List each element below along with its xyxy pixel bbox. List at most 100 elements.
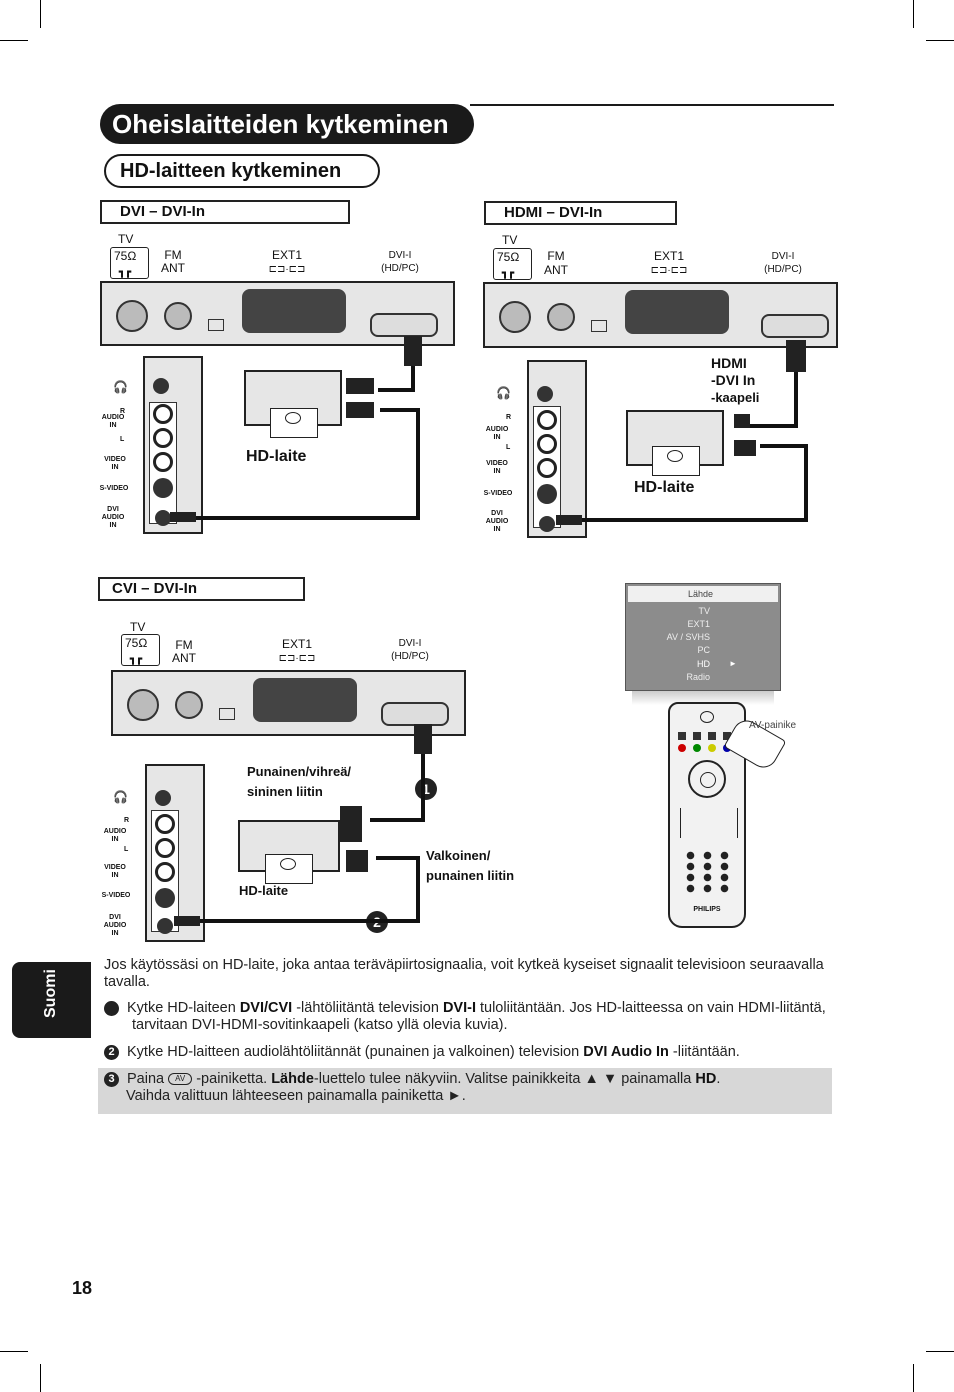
power-button[interactable] [700,711,714,723]
l-label: L [120,436,125,443]
page-number: 18 [72,1278,93,1298]
menu-item[interactable]: EXT1 [687,619,710,629]
disc-icon [285,412,301,424]
r-label: R [124,817,130,824]
disc-tray [270,408,318,438]
menu-header: Lähde [628,586,778,602]
antenna-box: 75Ω ┓┏ [493,248,532,280]
r-label: R [120,408,126,415]
green-button[interactable] [693,744,701,752]
hd-device-label: HD-laite [246,448,307,465]
headphone-icon: 🎧 [496,386,511,400]
fm-label: FM [164,248,182,262]
audio-r-socket [537,410,557,430]
navigation-ring[interactable] [688,760,726,798]
dvi-socket [370,313,438,337]
crop-mark [926,40,954,41]
hd-device-label: HD-laite [239,883,289,898]
antenna-socket [499,301,531,333]
tv-back-panel [111,670,466,736]
antenna-icon: ┓┏ [119,267,132,278]
menu-item-selected[interactable]: HD [697,659,710,669]
cable-drawing [170,336,808,926]
audio-cable [580,444,808,522]
side-panel [527,360,587,538]
vol-ch-rockers[interactable] [680,808,738,838]
dvi-sub-label: (HD/PC) [391,651,429,662]
tv-label: TV [130,620,146,634]
dvi-plug [414,724,432,754]
antenna-box: 75Ω ┓┏ [110,247,149,279]
fm-label: FM [547,249,565,263]
button-row[interactable] [678,732,736,740]
page-title: Oheislaitteiden kytkeminen [100,104,474,144]
ant-label: ANT [172,651,196,665]
l-label: L [124,846,129,853]
tv-back-panel [483,282,838,348]
fm-socket [164,302,192,330]
number-keypad[interactable] [682,850,734,894]
dvi-audio-socket [155,510,171,526]
menu-item[interactable]: AV / SVHS [666,632,710,642]
headphone-icon: 🎧 [113,790,128,804]
small-switch [591,320,607,332]
tv-label: TV [502,233,518,247]
r-label: R [506,414,512,421]
hdmi-cable [750,348,798,428]
scart-socket [242,289,346,333]
audio-connector-label: Valkoinen/punainen liitin [426,848,515,883]
dvi-sub-label: (HD/PC) [381,263,419,274]
headphone-socket [153,378,169,394]
video-socket [155,862,175,882]
step-1-marker: 1 [415,778,437,800]
red-button[interactable] [678,744,686,752]
tv-back-panel [100,281,455,346]
dvi-plug [404,336,422,366]
antenna-icon: ┓┏ [130,654,143,665]
menu-item[interactable]: PC [697,645,710,655]
menu-item[interactable]: TV [698,606,710,616]
menu-shadow [632,691,774,705]
yellow-button[interactable] [708,744,716,752]
ext1-label: EXT1 [653,249,684,263]
ok-button[interactable] [700,772,716,788]
antenna-socket [127,689,159,721]
l-label: L [506,444,511,451]
scart-icon: ⊏⊐·⊏⊐ [650,265,688,276]
step-3-number: 3 [104,1072,119,1087]
dvi-label: DVI-I [398,638,422,649]
dvi-audio-socket [157,918,173,934]
small-switch [219,708,235,720]
antenna-box: 75Ω ┓┏ [121,634,160,666]
side-panel [143,356,203,534]
step-1-number: 1 [94,1001,119,1016]
intro-paragraph: Jos käytössäsi on HD-laite, joka antaa t… [104,957,824,990]
audio-cable [198,856,420,923]
audio-l-socket [153,428,173,448]
crop-mark [926,1351,954,1352]
scart-socket [625,290,729,334]
disc-icon [667,450,683,462]
fm-label: FM [175,638,193,652]
ant-label: ANT [161,261,185,275]
selected-arrow-icon: ► [729,659,737,668]
video-socket [537,458,557,478]
audio-l-socket [155,838,175,858]
audio-r-socket [155,814,175,834]
scart-socket [253,678,357,722]
menu-item[interactable]: Radio [686,672,710,682]
side-panel [145,764,205,942]
svideo-label: S-VIDEO [101,892,131,899]
svideo-socket [537,484,557,504]
scart-icon: ⊏⊐·⊏⊐ [278,653,316,664]
language-tab: Suomi [12,962,91,1038]
